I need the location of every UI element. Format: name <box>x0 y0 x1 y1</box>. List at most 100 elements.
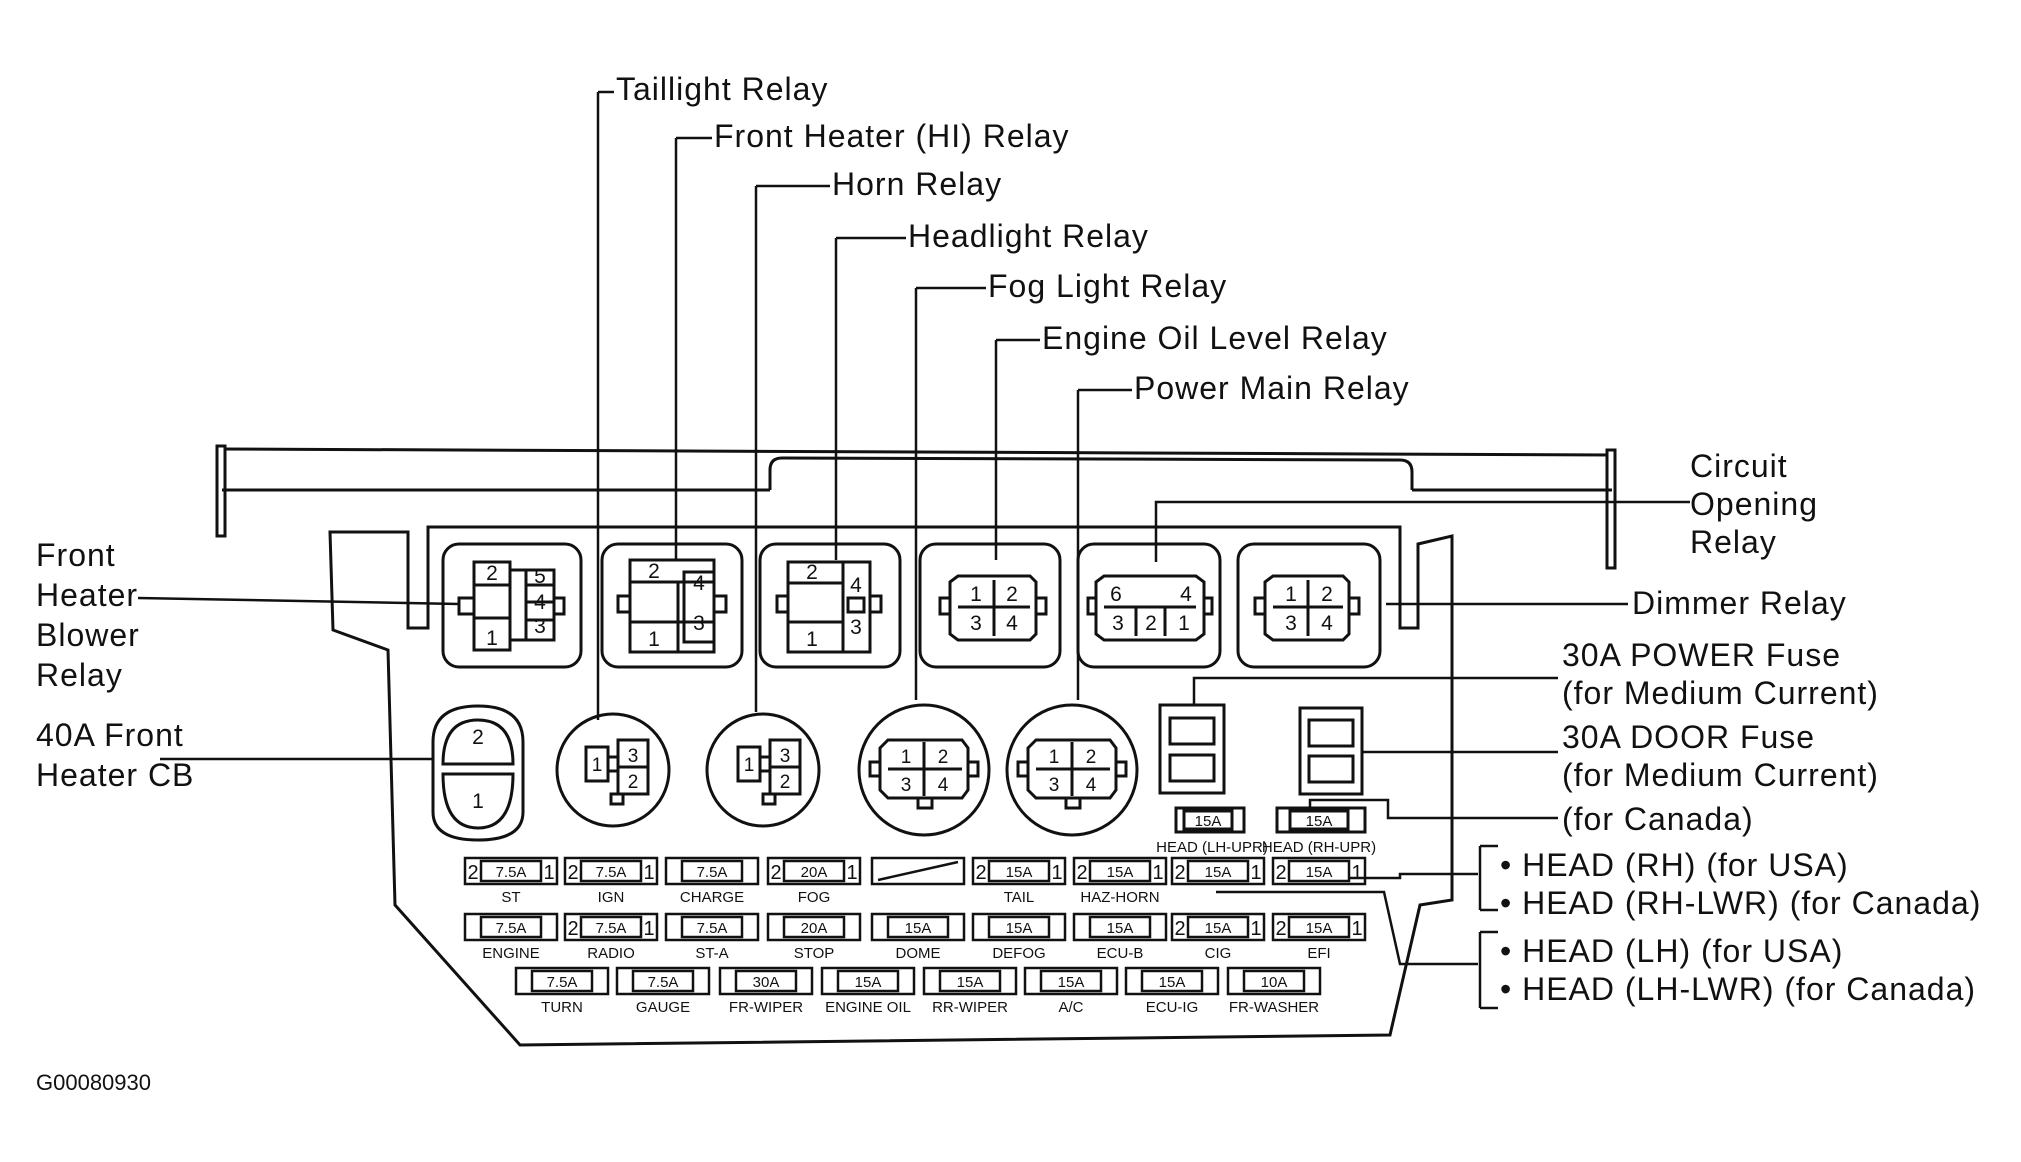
power-main-pin-4: 4 <box>1086 775 1097 796</box>
fuse-amperage: 15A <box>855 974 882 991</box>
oil-pin-1: 1 <box>1178 612 1190 635</box>
fuse-amperage: 15A <box>1306 864 1333 881</box>
fuse-terminal-2: 2 <box>1275 918 1286 940</box>
heater-hi-pin-2: 2 <box>648 560 660 583</box>
fuse-terminal-2: 2 <box>1275 862 1286 884</box>
fuse-30a-power <box>1158 703 1226 795</box>
taillight-pin-2: 2 <box>628 772 639 793</box>
fuse-amperage: 7.5A <box>596 864 627 881</box>
fuse-name: A/C <box>1058 999 1083 1016</box>
fuse-terminal-1: 1 <box>1051 862 1062 884</box>
label-heater-cb-2: Heater CB <box>36 757 194 793</box>
label-head-rh-1: • HEAD (RH) (for USA) <box>1500 847 1849 883</box>
label-fog-light-relay: Fog Light Relay <box>988 268 1227 304</box>
label-power-main-relay: Power Main Relay <box>1134 370 1410 406</box>
fuse-name: ST <box>501 889 520 906</box>
taillight-pin-1: 1 <box>592 755 603 776</box>
heater-hi-pin-4: 4 <box>693 572 705 595</box>
fuse-terminal-1: 1 <box>1351 918 1362 940</box>
fuse-terminal-1: 1 <box>543 862 554 884</box>
fuse-amperage: 15A <box>1205 920 1232 937</box>
headlight-pin-3: 3 <box>850 616 862 639</box>
label-blower-relay-4: Relay <box>36 657 123 693</box>
fuse-defog: 15A DEFOG <box>971 912 1067 962</box>
fuse-terminal-2: 2 <box>975 862 986 884</box>
fuse-box-housing <box>328 525 1454 1047</box>
blower-pin-3: 3 <box>534 615 546 638</box>
fuse-name: CIG <box>1205 945 1232 962</box>
label-blower-relay-3: Blower <box>36 617 140 653</box>
fog-light-pin-3: 3 <box>901 775 912 796</box>
fuse-amperage: 7.5A <box>596 920 627 937</box>
blower-pin-1: 1 <box>486 627 498 650</box>
relay-dimmer <box>1236 542 1382 669</box>
fuse-amperage: 7.5A <box>697 920 728 937</box>
fuse-name: TAIL <box>1004 889 1035 906</box>
blower-pin-4: 4 <box>534 591 546 614</box>
label-blower-relay-2: Heater <box>36 577 138 613</box>
fuse-amperage: 15A <box>1058 974 1085 991</box>
fuse-terminal-2: 2 <box>770 862 781 884</box>
fuse-name: STOP <box>794 945 835 962</box>
fuse-name: ENGINE OIL <box>825 999 911 1016</box>
label-engine-oil-level-relay: Engine Oil Level Relay <box>1042 320 1388 356</box>
fuse-name: DEFOG <box>992 945 1045 962</box>
fuse-amperage: 30A <box>753 974 780 991</box>
fuse-name: ST-A <box>695 945 728 962</box>
fuse-name: IGN <box>598 889 625 906</box>
fuse-30a-door <box>1298 706 1364 796</box>
fuse-terminal-1: 1 <box>643 918 654 940</box>
relay-headlight <box>758 542 902 669</box>
fuse-terminal-2: 2 <box>1174 862 1185 884</box>
canada-fuse-left-amp: 15A <box>1195 813 1222 830</box>
label-power-fuse-2: (for Medium Current) <box>1562 675 1879 711</box>
canada-fuses <box>1174 806 1367 834</box>
fuse-amperage: 15A <box>1205 864 1232 881</box>
label-circuit-opening-relay-1: Circuit <box>1690 448 1788 484</box>
fuse-terminal-2: 2 <box>1076 862 1087 884</box>
canada-fuse-right-name: HEAD (RH-UPR) <box>1262 839 1376 856</box>
fuse-amperage: 15A <box>905 920 932 937</box>
fuse-terminal-2: 2 <box>567 918 578 940</box>
fuse-name: FOG <box>798 889 831 906</box>
label-heater-cb-1: 40A Front <box>36 717 184 753</box>
fuse-amperage: 15A <box>1006 864 1033 881</box>
canada-fuse-left-name: HEAD (LH-UPR) <box>1156 839 1268 856</box>
label-power-fuse-1: 30A POWER Fuse <box>1562 637 1841 673</box>
label-door-fuse-2: (for Medium Current) <box>1562 757 1879 793</box>
horn-pin-1: 1 <box>744 755 755 776</box>
label-head-lh-2: • HEAD (LH-LWR) (for Canada) <box>1500 971 1976 1007</box>
fuse-amperage: 7.5A <box>496 864 527 881</box>
diagram-code: G00080930 <box>36 1070 151 1095</box>
label-for-canada: (for Canada) <box>1562 801 1754 837</box>
label-dimmer-relay: Dimmer Relay <box>1632 585 1847 621</box>
fuse-terminal-2: 2 <box>467 862 478 884</box>
headlight-pin-4: 4 <box>850 574 862 597</box>
fuse-name: ECU-IG <box>1146 999 1199 1016</box>
headlight-pin-1: 1 <box>806 628 818 651</box>
cb-terminal-1: 1 <box>472 790 484 813</box>
label-taillight-relay: Taillight Relay <box>616 71 828 107</box>
fuse-amperage: 20A <box>801 864 828 881</box>
fuse-terminal-1: 1 <box>1152 862 1163 884</box>
dimmer-pin-3: 3 <box>1285 612 1297 635</box>
fuse-st: 2 1 7.5A ST <box>463 856 559 906</box>
blower-pin-5: 5 <box>534 565 546 588</box>
fuse-name: CHARGE <box>680 889 744 906</box>
fuse-name: ENGINE <box>482 945 540 962</box>
leader-lines <box>137 90 1690 1010</box>
fuse-amperage: 15A <box>1006 920 1033 937</box>
fuse-amperage: 15A <box>1107 864 1134 881</box>
